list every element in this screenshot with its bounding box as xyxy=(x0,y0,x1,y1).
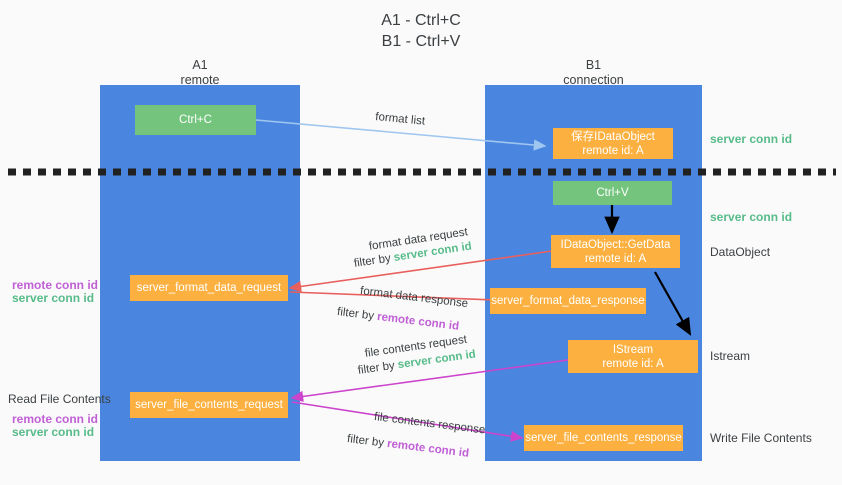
box-server-format-data-response-label: server_format_data_response xyxy=(491,295,645,307)
filter-prefix: filter by xyxy=(353,252,395,270)
filter-key-remote-conn-id: remote conn id xyxy=(386,437,470,460)
page-title: A1 - Ctrl+C B1 - Ctrl+V xyxy=(0,10,842,52)
lane-header-a1: A1 remote xyxy=(100,58,300,88)
box-istream[interactable]: IStream remote id: A xyxy=(568,340,698,373)
box-istream-line1: IStream xyxy=(612,343,654,356)
note-right-server-conn-id-1: server conn id xyxy=(710,132,793,146)
box-server-file-contents-request-label: server_file_contents_request xyxy=(135,399,283,411)
box-server-file-contents-response-label: server_file_contents_response xyxy=(525,432,682,444)
label-file-contents-response-filter: filter by remote conn id xyxy=(346,432,470,462)
title-line-1: A1 - Ctrl+C xyxy=(381,12,461,29)
note-left-remote-conn-id-2: remote conn id xyxy=(12,412,99,426)
box-idataobject-getdata[interactable]: IDataObject::GetData remote id: A xyxy=(551,235,680,268)
box-save-idataobject-line2: remote id: A xyxy=(582,144,644,157)
filter-prefix: filter by xyxy=(357,359,399,377)
note-right-server-conn-id-2: server conn id xyxy=(710,210,793,224)
box-ctrl-c[interactable]: Ctrl+C xyxy=(135,105,256,135)
label-file-contents-response: file contents response xyxy=(373,410,486,437)
note-left-server-conn-id-1: server conn id xyxy=(12,291,95,305)
box-server-format-data-request[interactable]: server_format_data_request xyxy=(130,275,288,301)
lane-a1-role: remote xyxy=(180,73,220,87)
box-getdata-line2: remote id: A xyxy=(584,252,647,265)
label-format-data-response-filter: filter by remote conn id xyxy=(336,305,460,335)
lane-b1-role: connection xyxy=(563,73,624,87)
note-left-server-conn-id-2: server conn id xyxy=(12,425,95,439)
box-server-file-contents-request[interactable]: server_file_contents_request xyxy=(130,392,288,418)
title-line-2: B1 - Ctrl+V xyxy=(381,33,461,50)
lane-a1-name: A1 xyxy=(192,58,208,72)
label-format-data-response: format data response xyxy=(359,284,469,311)
note-right-write-file-contents: Write File Contents xyxy=(710,431,812,445)
box-ctrl-c-label: Ctrl+C xyxy=(179,114,212,126)
box-ctrl-v[interactable]: Ctrl+V xyxy=(553,181,672,205)
box-save-idataobject[interactable]: 保存IDataObject remote id: A xyxy=(553,128,673,159)
note-left-remote-conn-id-1: remote conn id xyxy=(12,278,99,292)
filter-prefix: filter by xyxy=(346,432,388,450)
note-right-dataobject: DataObject xyxy=(710,245,771,259)
box-getdata-line1: IDataObject::GetData xyxy=(560,238,671,251)
box-server-format-data-request-label: server_format_data_request xyxy=(136,282,282,294)
box-istream-line2: remote id: A xyxy=(602,357,664,370)
box-save-idataobject-line1: 保存IDataObject xyxy=(571,130,655,143)
lane-header-b1: B1 connection xyxy=(485,58,702,88)
note-right-istream: Istream xyxy=(710,349,751,363)
filter-prefix: filter by xyxy=(336,305,378,323)
label-format-list: format list xyxy=(374,110,426,128)
lane-b1-name: B1 xyxy=(585,58,602,72)
box-server-format-data-response[interactable]: server_format_data_response xyxy=(490,288,646,314)
box-server-file-contents-response[interactable]: server_file_contents_response xyxy=(524,425,683,451)
filter-key-remote-conn-id: remote conn id xyxy=(376,310,460,333)
note-left-read-file-contents: Read File Contents xyxy=(8,392,111,406)
box-ctrl-v-label: Ctrl+V xyxy=(596,187,629,199)
